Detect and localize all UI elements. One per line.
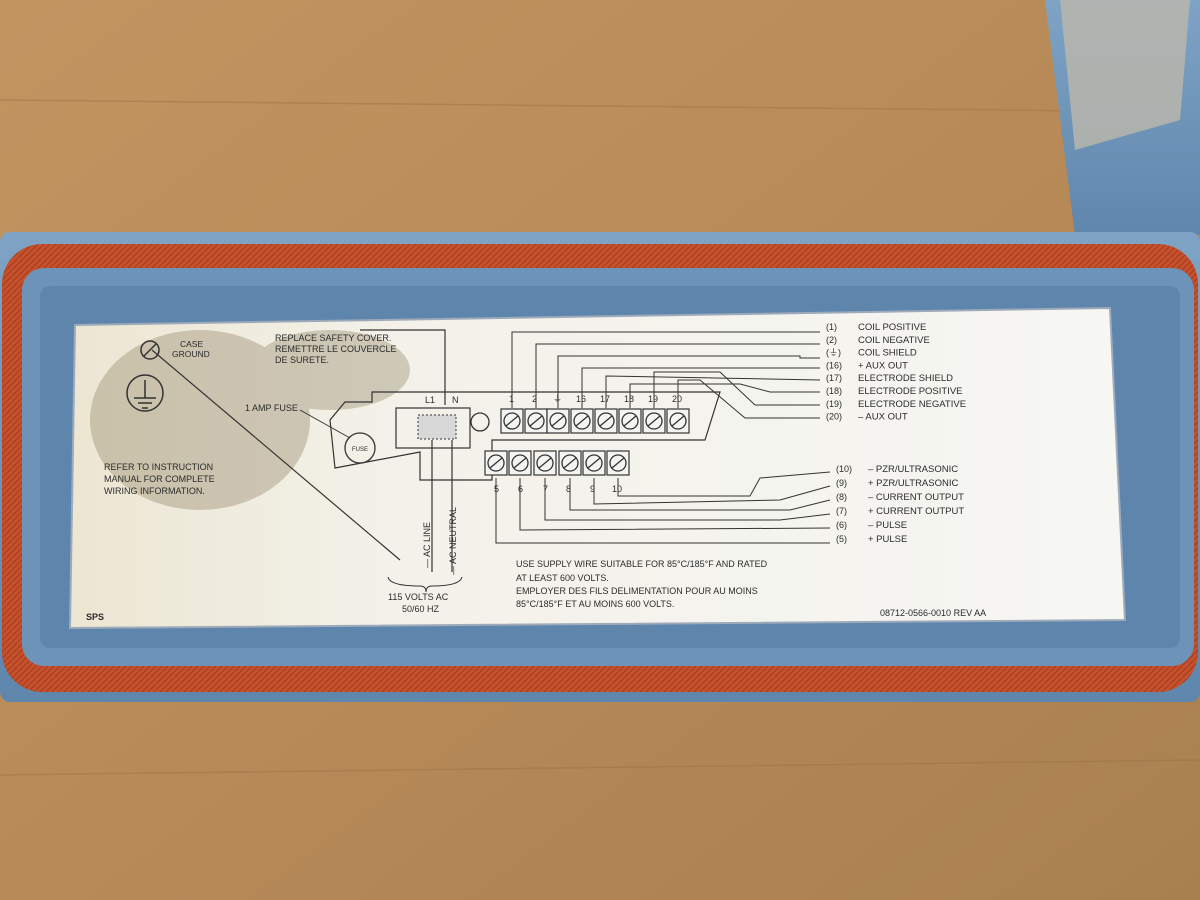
legend-text: ELECTRODE POSITIVE xyxy=(858,386,963,397)
ac-line-label: — AC LINE xyxy=(422,522,432,568)
terminal-screw-icon xyxy=(570,408,594,434)
terminal-number: 20 xyxy=(672,394,682,404)
terminal-screw-icon xyxy=(618,408,642,434)
bottom-terminal-row: 5 6 7 8 9 10 xyxy=(484,450,630,494)
legend-text: – AUX OUT xyxy=(858,412,908,423)
legend-text: ELECTRODE SHIELD xyxy=(858,373,953,384)
terminal-screw-icon xyxy=(500,408,524,434)
legend-code: (7) xyxy=(836,506,847,516)
terminal-number: 10 xyxy=(612,484,622,494)
legend-code: (16) xyxy=(826,360,842,370)
terminal-screw-icon xyxy=(484,450,508,476)
terminal-screw-icon xyxy=(582,450,606,476)
ac-neutral-label: — AC NEUTRAL xyxy=(448,507,458,575)
legend-text: ELECTRODE NEGATIVE xyxy=(858,399,966,410)
legend-text: – PZR/ULTRASONIC xyxy=(868,464,958,475)
terminal-screw-icon xyxy=(666,408,690,434)
legend-text: COIL POSITIVE xyxy=(858,322,926,333)
terminal-screw-icon xyxy=(533,450,557,476)
terminal-number: 6 xyxy=(518,484,523,494)
power-brace xyxy=(387,576,463,593)
terminal-screw-icon xyxy=(606,450,630,476)
legend-code: (6) xyxy=(836,520,847,530)
top-leader-lines xyxy=(511,331,821,419)
terminal-screw-icon xyxy=(558,450,582,476)
legend-text: + PULSE xyxy=(868,534,907,545)
case-ground-screw-icon xyxy=(140,340,160,360)
power-wires xyxy=(431,440,453,572)
instruction-note: REFER TO INSTRUCTION MANUAL FOR COMPLETE… xyxy=(104,462,217,496)
terminal-screw-icon xyxy=(642,408,666,434)
legend-code: (2) xyxy=(826,335,837,345)
bottom-legend: (10) – PZR/ULTRASONIC (9) + PZR/ULTRASONIC (… xyxy=(836,464,964,545)
cover-lid xyxy=(1045,0,1200,235)
terminal-number: 19 xyxy=(648,394,658,404)
l1-label: L1 xyxy=(425,395,435,405)
cardboard-creases xyxy=(0,99,1200,776)
fuse-icon xyxy=(344,432,376,464)
terminal-screw-icon xyxy=(546,408,570,434)
terminal-number: 8 xyxy=(566,484,571,494)
hz-label: 50/60 HZ xyxy=(402,604,440,614)
legend-code: (⏚) xyxy=(826,348,841,358)
terminal-number: 17 xyxy=(600,394,610,404)
legend-code: (9) xyxy=(836,478,847,488)
terminal-number: 5 xyxy=(494,484,499,494)
legend-code: (19) xyxy=(826,399,842,409)
fuse-text: FUSE xyxy=(352,447,368,453)
legend-code: (8) xyxy=(836,492,847,502)
terminal-number: 9 xyxy=(590,484,595,494)
legend-text: + PZR/ULTRASONIC xyxy=(868,478,958,489)
bottom-leader-lines xyxy=(495,471,831,544)
ground-icon xyxy=(126,374,164,412)
terminal-number: 16 xyxy=(576,394,586,404)
legend-code: (5) xyxy=(836,534,847,544)
terminal-screw-icon xyxy=(524,408,548,434)
n-label: N xyxy=(452,395,459,405)
legend-text: + CURRENT OUTPUT xyxy=(868,506,964,517)
terminal-screw-icon xyxy=(594,408,618,434)
legend-code: (1) xyxy=(826,322,837,332)
legend-text: – PULSE xyxy=(868,520,907,531)
legend-text: COIL SHIELD xyxy=(858,348,917,359)
part-number: 08712-0566-0010 REV AA xyxy=(880,608,986,618)
mounting-hole-icon xyxy=(470,412,490,432)
terminal-number: 7 xyxy=(543,484,548,494)
wire-rating-note: USE SUPPLY WIRE SUITABLE FOR 85°C/185°F … xyxy=(516,559,770,609)
power-terminal-block xyxy=(395,407,471,449)
legend-code: (18) xyxy=(826,386,842,396)
volts-label: 115 VOLTS AC xyxy=(388,592,449,602)
legend-code: (10) xyxy=(836,464,852,474)
terminal-number: 2 xyxy=(532,394,537,404)
legend-text: – CURRENT OUTPUT xyxy=(868,492,964,503)
terminal-number: 18 xyxy=(624,394,634,404)
ground-symbol-group xyxy=(126,340,401,561)
top-terminal-row: 1 2 ⏚ 16 17 18 19 20 xyxy=(500,394,690,434)
terminal-screw-icon xyxy=(508,450,532,476)
top-legend: (1) COIL POSITIVE (2) COIL NEGATIVE (⏚) COIL … xyxy=(826,322,966,423)
legend-text: COIL NEGATIVE xyxy=(858,335,930,346)
sps-mark: SPS xyxy=(86,612,104,622)
safety-cover-note: REPLACE SAFETY COVER. REMETTRE LE COUVER… xyxy=(275,333,399,365)
legend-code: (17) xyxy=(826,373,842,383)
case-ground-label: CASE GROUND xyxy=(172,339,210,359)
legend-code: (20) xyxy=(826,412,842,422)
fuse-label: 1 AMP FUSE xyxy=(245,403,298,413)
legend-text: + AUX OUT xyxy=(858,360,908,371)
